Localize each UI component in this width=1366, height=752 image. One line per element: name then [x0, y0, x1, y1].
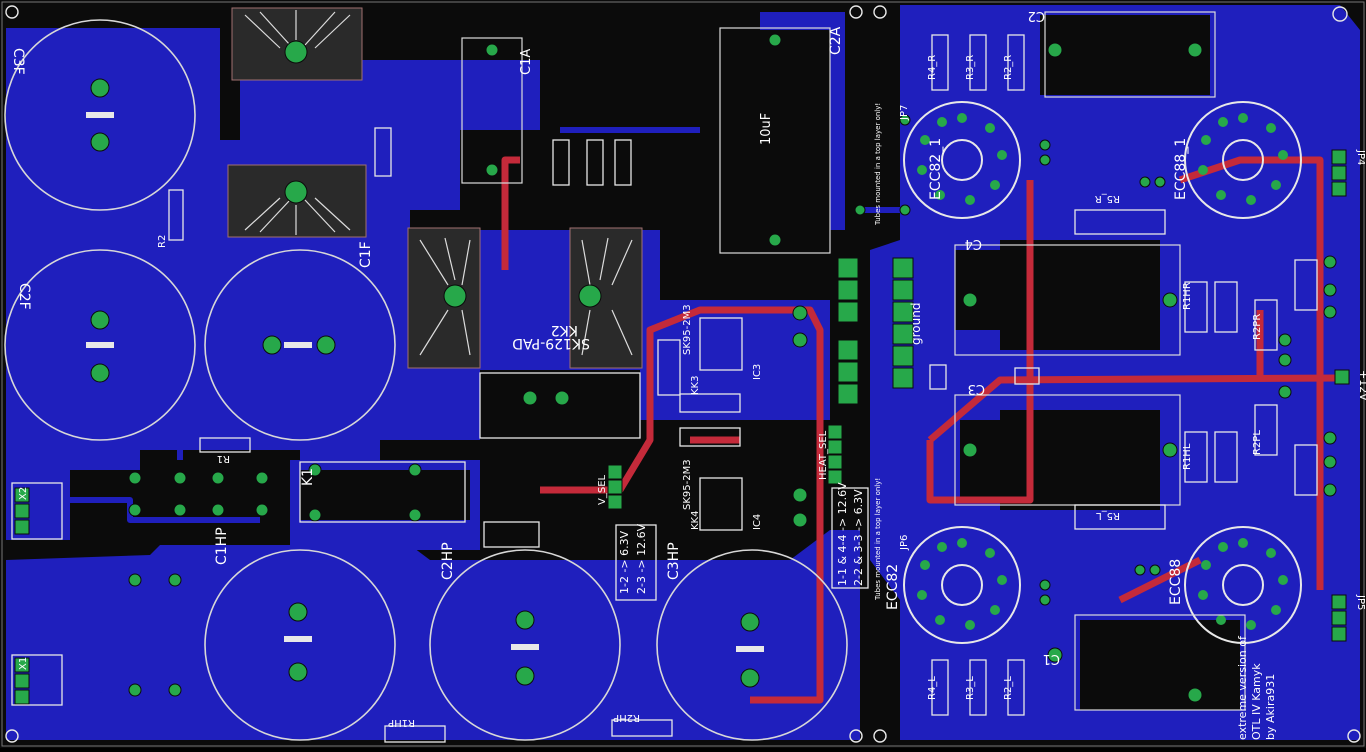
label-ecc82: ECC82 [885, 564, 901, 610]
label-jp4: JP4 [1355, 149, 1366, 165]
label-c1f: C1F [358, 241, 374, 268]
tube-sockets [903, 101, 1302, 644]
label-kk2: KK2 [551, 322, 578, 338]
label-c2a: C2A [828, 26, 844, 55]
label-r1hl: R1HL [1182, 443, 1193, 470]
filter-capacitors [4, 19, 848, 741]
label-r3-r: R3_R [965, 55, 976, 80]
label-c3: C3 [968, 381, 985, 396]
heater-note2-line1: 1-1 & 4-4 -> 12.6V [836, 482, 849, 586]
label-ecc88: ECC88 [1168, 559, 1184, 605]
terminal-blocks [11, 317, 1040, 706]
film-capacitors [461, 11, 1246, 711]
silkscreen-labels: C3F C2F C1F C1HP C2HP C3HP C2A C1A 10uF … [10, 8, 1366, 728]
tube-socket-pins [917, 113, 1288, 630]
label-k1: K1 [300, 468, 316, 486]
cap-pads [90, 78, 760, 688]
label-ground: ground [909, 303, 923, 345]
label-c4: C4 [965, 236, 982, 251]
label-x1: X1 [18, 657, 29, 670]
label-r2pr: R2PR [1252, 314, 1263, 340]
label-heat-sel: HEAT_SEL [818, 430, 829, 480]
label-kk3: KK3 [690, 376, 701, 395]
mounting-holes [5, 5, 1361, 743]
label-10uf: 10uF [759, 113, 774, 145]
label-r1hp: R1HP [388, 717, 415, 728]
film-cap-pads [485, 33, 1203, 703]
author-note: extreme version of OTL IV Kamyk by Akira… [1236, 635, 1277, 740]
label-r2hp: R2HP [613, 712, 640, 723]
label-r3-l: R3_L [965, 676, 976, 700]
author-note-line3: by Akira931 [1264, 674, 1277, 740]
top-layer-traces [501, 156, 1341, 704]
heater-note-line1: 1-2 -> 6.3V [618, 530, 631, 594]
label-r5-r: R5_R [1095, 193, 1120, 204]
label-c2hp: C2HP [440, 542, 456, 580]
label-r2-l: R2_L [1003, 676, 1014, 700]
label-kk4: KK4 [690, 511, 701, 530]
label-c3hp: C3HP [666, 542, 682, 580]
label-c2: C2 [1028, 8, 1045, 23]
label-jp5: JP5 [1355, 594, 1366, 610]
cap-polarity-marks [86, 112, 764, 652]
jumper-pads [14, 149, 1350, 705]
label-plus12v: +12V [1357, 370, 1366, 401]
label-r5-l: R5_L [1096, 510, 1120, 521]
label-ecc82-1: ECC82_1 [928, 138, 944, 200]
resistors [168, 34, 1318, 743]
label-ic3: IC3 [752, 364, 763, 380]
label-r2pl: R2PL [1252, 430, 1263, 455]
tubes-note-bottom: Tubes mounted in a top layer only! [874, 478, 882, 601]
label-ic4: IC4 [752, 514, 763, 530]
via-pads [128, 114, 1337, 697]
tubes-note-top: Tubes mounted in a top layer only! [874, 103, 882, 226]
label-jp7: JP7 [899, 105, 910, 121]
label-c1hp: C1HP [214, 527, 230, 565]
label-r4-r: R4_R [927, 55, 938, 80]
heatsink-fins [244, 10, 633, 356]
heater-note2-line2: 2-2 & 3-3 -> 6.3V [852, 489, 865, 586]
label-x2: X2 [18, 487, 29, 500]
author-note-line1: extreme version of [1236, 635, 1249, 740]
author-note-line2: OTL IV Kamyk [1250, 663, 1263, 740]
heatsink-pads [284, 40, 602, 308]
label-sk95-1: SK95-2M3 [682, 304, 693, 355]
label-r2: R2 [157, 235, 168, 248]
label-c3f: C3F [10, 48, 26, 75]
label-jp6: JP6 [899, 535, 910, 551]
label-sk95-2: SK95-2M3 [682, 459, 693, 510]
label-v-sel: V_SEL [597, 474, 608, 505]
label-ecc88-1: ECC88_1 [1173, 138, 1189, 200]
label-r2-r: R2_R [1003, 55, 1014, 80]
label-r1: R1 [217, 453, 230, 464]
heater-note-line2: 2-3 -> 12.6V [635, 523, 648, 594]
heater-note-box: 1-2 -> 6.3V 2-3 -> 12.6V [615, 523, 657, 601]
label-c2f: C2F [16, 283, 32, 310]
label-c1: C1 [1043, 651, 1060, 666]
heater-note-box-2: 1-1 & 4-4 -> 12.6V 2-2 & 3-3 -> 6.3V [831, 482, 869, 589]
label-r4-l: R4_L [927, 676, 938, 700]
label-sk129: SK129-PAD [512, 335, 590, 351]
label-c1a: C1A [519, 49, 534, 75]
label-r1hr: R1HR [1182, 282, 1193, 310]
